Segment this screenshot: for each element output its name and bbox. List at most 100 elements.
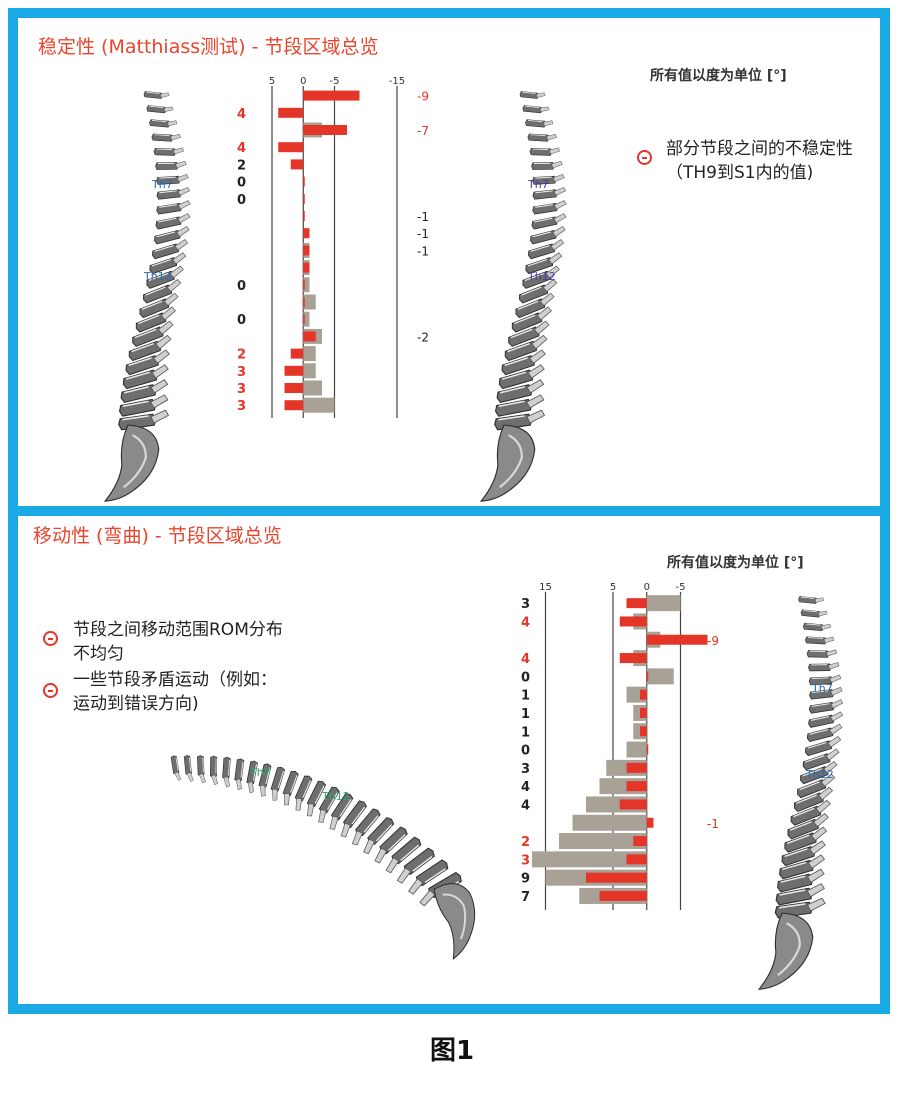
figure-caption: 图1 <box>429 1036 475 1066</box>
vertebra <box>151 132 182 143</box>
bar <box>640 689 647 700</box>
vertebra-column <box>479 89 568 512</box>
bar <box>284 400 304 411</box>
bar <box>626 762 647 773</box>
row-value-label: -1 <box>417 227 429 241</box>
bar <box>619 653 647 664</box>
bar <box>303 397 335 413</box>
row-value-label: -1 <box>417 210 429 224</box>
bar <box>626 781 647 792</box>
minus-icon <box>43 631 58 646</box>
row-value-label: 7 <box>521 890 530 905</box>
bar <box>303 176 305 187</box>
minus-icon <box>43 683 58 698</box>
row-value-label: 2 <box>521 835 530 850</box>
mobility-note-paradox: 一些节段矛盾运动（例如：运动到错误方向) <box>73 670 277 714</box>
row-value-label: 4 <box>237 107 246 122</box>
vertebra <box>154 160 187 171</box>
bar <box>290 348 304 359</box>
bar <box>303 297 305 307</box>
bar <box>290 159 304 170</box>
bar <box>586 872 647 883</box>
row-value-label: -2 <box>417 330 429 344</box>
spine-illustration-mobility-right: Th7 Th12 <box>757 594 845 1000</box>
vertebra <box>148 117 178 129</box>
row-value-label: 3 <box>521 762 530 777</box>
row-value-label: 3 <box>521 853 530 868</box>
row-value-label: 2 <box>237 348 246 363</box>
vertebra <box>233 757 246 791</box>
row-value-label: 9 <box>521 872 530 887</box>
bar <box>572 814 647 831</box>
bar <box>303 125 347 135</box>
bar <box>303 279 305 290</box>
th12-label: Th12 <box>321 790 350 803</box>
row-value-label: 0 <box>237 313 246 328</box>
bar <box>303 294 316 310</box>
vertebra <box>522 103 550 115</box>
row-value-label: -1 <box>707 817 719 831</box>
vertebra <box>153 146 185 157</box>
row-value-label: -1 <box>417 244 429 258</box>
bar <box>303 380 322 396</box>
th7-label: Th7 <box>249 766 271 779</box>
row-value-label: 0 <box>521 670 530 685</box>
vertebra <box>146 103 174 115</box>
bar <box>284 365 304 376</box>
bar <box>303 211 305 221</box>
bar <box>646 595 681 612</box>
vertebra <box>170 754 182 782</box>
bar <box>646 744 649 755</box>
th7-label: Th7 <box>151 178 173 191</box>
bar <box>278 107 304 118</box>
vertebra <box>800 608 829 619</box>
bar <box>640 726 647 737</box>
vertebra <box>524 117 554 129</box>
bar <box>532 851 647 868</box>
row-value-label: 3 <box>237 399 246 414</box>
row-value-label: 3 <box>521 597 530 612</box>
bar <box>599 890 647 901</box>
th7-label: Th7 <box>527 178 549 191</box>
row-value-label: 4 <box>521 652 530 667</box>
bar <box>284 383 304 393</box>
bar <box>303 228 310 239</box>
bar <box>303 193 305 204</box>
vertebra <box>221 756 233 788</box>
bar <box>303 314 305 325</box>
row-value-label: -9 <box>417 90 429 104</box>
spine-illustration-curved: Th7 Th12 <box>170 754 491 960</box>
sacrum <box>427 876 491 960</box>
row-value-label: 0 <box>237 193 246 208</box>
row-value-label: 4 <box>521 780 530 795</box>
vertebra <box>806 648 838 659</box>
row-value-label: 4 <box>237 141 246 156</box>
sacrum <box>479 421 540 512</box>
bar <box>303 90 360 101</box>
row-value-label: 1 <box>521 689 530 704</box>
bar <box>303 311 310 327</box>
vertebra <box>807 661 840 672</box>
x-tick-label: 0 <box>300 76 306 87</box>
row-value-label: 2 <box>237 158 246 173</box>
stability-title: 稳定性 (Matthiass测试) - 节段区域总览 <box>38 36 379 58</box>
mobility-title: 移动性 (弯曲) - 节段区域总览 <box>33 525 282 547</box>
bar <box>303 277 310 293</box>
row-value-label: 1 <box>521 725 530 740</box>
x-tick-label: 0 <box>644 582 650 593</box>
th12-label: Th12 <box>805 768 834 781</box>
vertebra <box>797 594 825 605</box>
bar <box>640 707 647 718</box>
vertebra <box>143 89 170 100</box>
spine-illustration-right: Th7 Th12 <box>479 89 568 512</box>
bar <box>303 346 316 362</box>
stability-unit-note: 所有值以度为单位 [°] <box>650 68 787 84</box>
vertebra <box>531 199 568 215</box>
vertebra <box>209 755 219 786</box>
vertebra <box>196 754 207 784</box>
row-value-label: 0 <box>237 279 246 294</box>
mobility-unit-note: 所有值以度为单位 [°] <box>667 555 804 571</box>
bar <box>303 331 316 342</box>
bar <box>619 616 647 627</box>
sacrum <box>103 421 164 512</box>
